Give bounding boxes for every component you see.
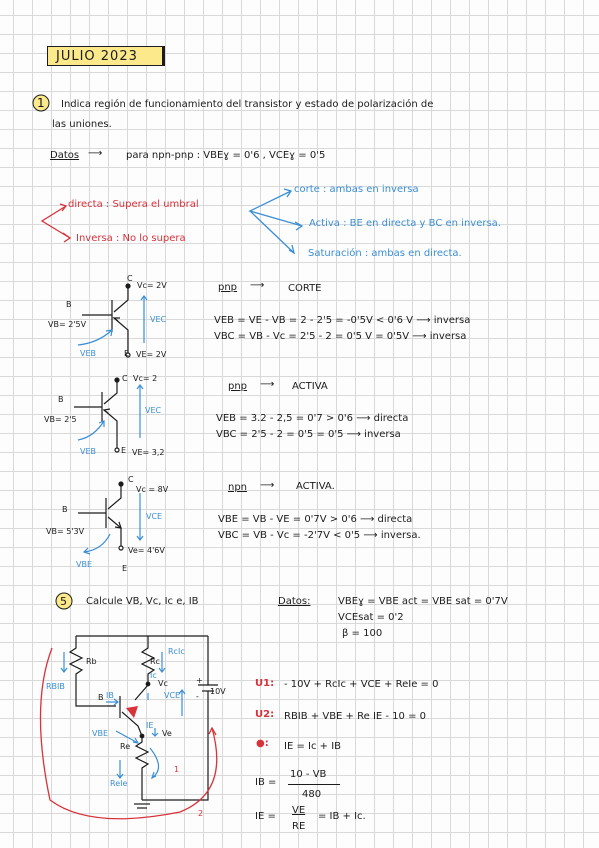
c2-veb: VEB <box>80 447 97 456</box>
activa-rule: Activa : BE en directa y BC en inversa. <box>309 218 501 229</box>
corte-rule: corte : ambas en inversa <box>294 184 419 195</box>
eq1: - 10V + RcIc + VCE + ReIe = 0 <box>284 679 439 690</box>
c3-line2: VBC = VB - Vc = -2'7V < 0'5 ⟶ inversa. <box>218 530 421 541</box>
q5-rb: Rb <box>86 657 97 666</box>
datos-label: Datos <box>50 150 80 161</box>
q5-loop1: 1 <box>174 765 180 774</box>
c1-c-label: C <box>127 274 133 283</box>
saturacion-rule: Saturación : ambas en directa. <box>308 248 462 259</box>
c1-type: pnp <box>218 282 238 293</box>
eq5-right: = IB + Ic. <box>318 811 366 822</box>
q5-b: B <box>98 693 104 702</box>
q5-re: Re <box>120 742 131 751</box>
q5-dato-2: VCEsat = 0'2 <box>338 612 404 623</box>
q5-loop2: 2 <box>198 809 204 818</box>
c2-ve: VE= 3,2 <box>132 448 165 457</box>
eq4-num: 10 - VB <box>290 769 327 780</box>
datos-text: para npn-pnp : VBEɣ = 0'6 , VCEɣ = 0'5 <box>126 150 326 161</box>
c2-e-label: E <box>121 446 127 455</box>
q5-minus: - <box>196 692 199 701</box>
c3-b-label: B <box>62 505 68 514</box>
c1-line2: VBC = VB - Vc = 2'5 - 2 = 0'5 V = 0'5V ⟶… <box>214 331 467 342</box>
c2-region: ACTIVA <box>292 381 328 392</box>
c2-vec: VEC <box>145 406 162 415</box>
eq5-left: IE = <box>255 811 276 822</box>
c1-ve: VE= 2V <box>136 350 167 359</box>
q5-ve: Ve <box>162 729 172 738</box>
c3-vc: Vc = 8V <box>136 485 169 494</box>
question-1-number: 1 <box>37 96 45 110</box>
q5-vc: Vc <box>158 679 168 688</box>
c3-vce: VCE <box>146 512 163 521</box>
inversa-rule: Inversa : No lo supera <box>76 233 186 244</box>
c3-type: npn <box>228 482 248 493</box>
c1-vc: Vc= 2V <box>137 281 167 290</box>
c1-b-label: B <box>66 300 72 309</box>
eq2-label: U2: <box>255 709 275 720</box>
c1-veb: VEB <box>80 349 97 358</box>
q5-10v: 10V <box>210 687 226 696</box>
eq3: IE = Ic + IB <box>284 741 341 752</box>
c1-line1: VEB = VE - VB = 2 - 2'5 = -0'5V < 0'6 V … <box>214 315 471 326</box>
q1-prompt-line1: Indica región de funcionamiento del tran… <box>61 99 434 110</box>
q5-dato-3: β = 100 <box>342 628 383 639</box>
q5-dato-1: VBEɣ = VBE act = VBE sat = 0'7V <box>338 596 508 607</box>
c2-vb: VB= 2'5 <box>44 415 77 424</box>
eq4-den: 480 <box>302 789 322 800</box>
c3-vbe: VBE <box>76 560 93 569</box>
c3-c-label: C <box>128 475 134 484</box>
c1-vec: VEC <box>150 315 167 324</box>
q5-rbib: RBIB <box>46 682 65 691</box>
eq2: RBIB + VBE + Re IE - 10 = 0 <box>284 711 426 722</box>
q5-vbe: VBE <box>92 729 109 738</box>
c2-b-label: B <box>58 395 64 404</box>
c3-e-label: E <box>122 564 128 573</box>
eq5-num: VE <box>292 805 306 816</box>
q5-plus: + <box>196 676 203 685</box>
q5-ib: IB <box>106 691 114 700</box>
q5-prompt: Calcule VB, Vc, Ic e, IB <box>86 596 199 607</box>
q5-vce: VCE <box>164 691 181 700</box>
c2-line1: VEB = 3.2 - 2,5 = 0'7 > 0'6 ⟶ directa <box>216 413 409 424</box>
c1-vb: VB= 2'5V <box>48 320 87 329</box>
q5-ie: IE <box>146 721 154 730</box>
c1-e-label: E <box>124 349 130 358</box>
q1-prompt-line2: las uniones. <box>52 119 112 130</box>
c2-line2: VBC = 2'5 - 2 = 0'5 = 0'5 ⟶ inversa <box>216 429 401 440</box>
q5-rcic: RcIc <box>168 647 185 656</box>
eq1-label: U1: <box>255 678 275 689</box>
question-5-number: 5 <box>60 595 67 608</box>
eq5-den: RE <box>292 821 306 832</box>
eq4-fraction-bar <box>288 784 340 785</box>
directa-rule: directa : Supera el umbral <box>68 199 199 210</box>
c3-region: ACTIVA. <box>296 481 335 492</box>
c1-region: CORTE <box>288 283 322 294</box>
q5-ic: Ic <box>150 671 157 680</box>
c3-ve: Ve= 4'6V <box>128 546 165 555</box>
c2-type: pnp <box>228 381 248 392</box>
c2-vc: Vc= 2 <box>133 374 158 383</box>
c3-line1: VBE = VB - VE = 0'7V > 0'6 ⟶ directa <box>218 514 413 525</box>
q5-datos-label: Datos: <box>278 596 311 607</box>
eq3-bullet: ●: <box>256 738 269 749</box>
q5-rc: Rc <box>150 657 160 666</box>
eq4-left: IB = <box>255 777 277 788</box>
c3-vb: VB= 5'3V <box>46 527 85 536</box>
page-title: JULIO 2023 <box>47 46 165 66</box>
c2-c-label: C <box>122 374 128 383</box>
q5-reie: ReIe <box>110 779 128 788</box>
